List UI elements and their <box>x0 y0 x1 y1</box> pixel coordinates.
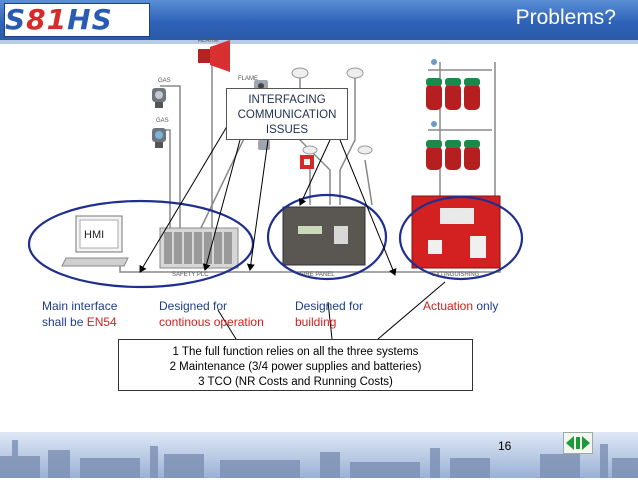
hmi-annotation-standard: EN54 <box>86 315 117 329</box>
logo-text: S81HS <box>5 4 149 36</box>
gas-detector-icon <box>152 128 166 148</box>
gas-detector-icon <box>152 88 166 108</box>
plc-annotation-line-2: continous operation <box>159 315 264 329</box>
fire-annotation-line-1: Designed for <box>295 299 364 313</box>
slide-footer <box>0 432 638 478</box>
plc-annotation: Designed for continous operation <box>159 298 264 330</box>
alarm-label: ALARM <box>198 38 219 44</box>
hmi-annotation-line-1: Main interface <box>42 299 118 313</box>
extinguishing-annotation: Actuation only <box>423 298 498 314</box>
alarm-horn-icon <box>198 40 230 72</box>
summary-line-3: 3 TCO (NR Costs and Running Costs) <box>198 376 393 388</box>
s81hs-logo: S81HS <box>4 3 150 37</box>
logo-letter-s: S <box>5 3 27 36</box>
issues-line-2: COMMUNICATION <box>237 109 337 121</box>
safety-plc-icon <box>159 227 239 269</box>
plc-annotation-line-1: Designed for <box>159 299 228 313</box>
summary-box: 1 The full function relies on all the th… <box>118 339 473 391</box>
page-number: 16 <box>498 439 512 453</box>
fire-annotation-line-2: building <box>295 315 337 329</box>
hmi-annotation: Main interface shall be EN54 <box>42 298 117 330</box>
nav-arrows-icon[interactable] <box>564 433 592 453</box>
hmi-computer-icon <box>61 215 129 267</box>
smoke-detector-icon <box>291 67 373 155</box>
slide-navigation[interactable] <box>563 432 593 454</box>
hmi-screen-label: HMI <box>84 229 105 241</box>
hmi-plc-ellipse <box>27 199 255 289</box>
gas-label-1: GAS <box>158 78 171 84</box>
extinguishing-annotation-red: Actuation <box>423 299 474 313</box>
extinguishing-annotation-rest: only <box>473 299 499 313</box>
safety-plc-label: SAFETY PLC <box>172 272 209 278</box>
extinguishing-label: EXTINGUISHING <box>432 272 480 278</box>
hmi-annotation-prefix: shall be <box>42 315 87 329</box>
fire-panel-icon <box>282 206 366 266</box>
industrial-skyline-banner <box>0 440 638 478</box>
fire-annotation: Designed for building <box>295 298 363 330</box>
manual-call-point-icon <box>300 155 314 169</box>
fire-panel-ellipse <box>266 193 388 281</box>
header-band <box>0 40 638 44</box>
interfacing-issues-box: INTERFACING COMMUNICATION ISSUES <box>226 88 348 140</box>
issue-arrows <box>139 117 397 276</box>
highlight-ellipses <box>27 193 524 289</box>
flame-label: FLAME <box>238 76 259 82</box>
extinguishing-panel-icon <box>411 195 501 269</box>
slide-title: Problems? <box>515 6 616 29</box>
gas-label-2: GAS <box>156 118 169 124</box>
issues-line-3: ISSUES <box>265 124 309 136</box>
logo-letters-hs: HS <box>67 3 113 36</box>
summary-connector-lines <box>217 281 446 340</box>
summary-line-1: 1 The full function relies on all the th… <box>172 346 419 358</box>
extinguishing-ellipse <box>398 195 524 281</box>
logo-digits: 81 <box>26 3 68 36</box>
issues-line-1: INTERFACING <box>248 94 326 106</box>
fire-panel-label: FIRE PANEL <box>300 272 335 278</box>
gas-cylinders-icon <box>426 59 480 170</box>
summary-line-2: 2 Maintenance (3/4 power supplies and ba… <box>169 361 422 373</box>
